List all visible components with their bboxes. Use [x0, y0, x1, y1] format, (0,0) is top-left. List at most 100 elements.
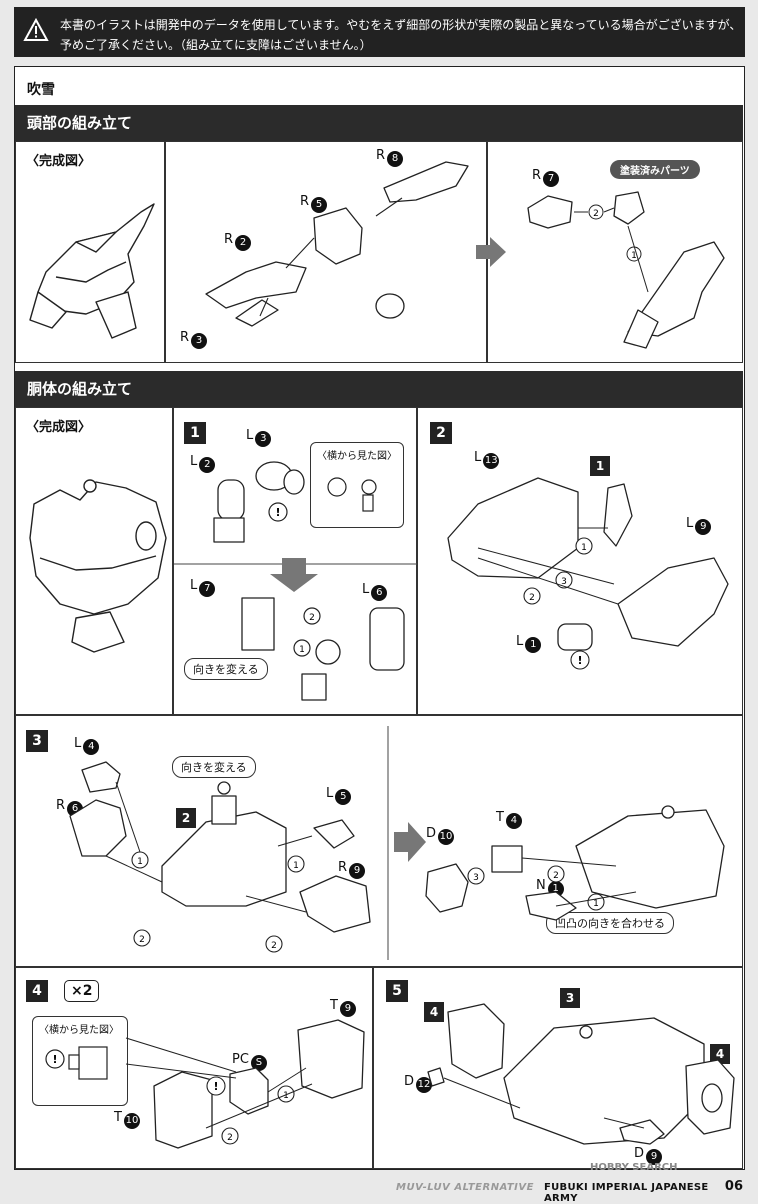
part-number: S	[250, 1055, 267, 1071]
part-prefix: PC	[232, 1052, 249, 1067]
part-prefix: L	[326, 786, 334, 801]
head-completed-panel: 〈完成図〉	[15, 141, 165, 363]
series-title: MUV-LUV ALTERNATIVE	[396, 1182, 534, 1193]
body-step3-drawing: 1 2 1 2 3 2 1	[69, 726, 725, 960]
order-2: 2	[309, 613, 315, 623]
part-prefix: R	[180, 330, 190, 345]
order-2: 2	[271, 941, 277, 951]
part-number: 4	[505, 813, 522, 829]
align-label: 凹凸の向きを合わせる	[546, 912, 674, 934]
part-number: 7	[543, 171, 560, 187]
head-step-b-drawing: 2 1	[527, 191, 725, 349]
part-prefix: D	[634, 1146, 645, 1161]
page-number: 06	[724, 1179, 743, 1194]
part-number: 10	[438, 829, 455, 845]
model-name: 吹雪	[27, 82, 55, 98]
part-prefix: T	[330, 998, 338, 1013]
part-prefix: R	[56, 798, 66, 813]
part-prefix: N	[536, 878, 546, 893]
part-prefix: L	[516, 634, 524, 649]
part-prefix: R	[532, 168, 542, 183]
step-3-badge: 3	[26, 730, 48, 752]
step-2-badge: 2	[430, 422, 452, 444]
order-1: 1	[299, 645, 305, 655]
order-2: 2	[593, 209, 599, 219]
part-number: 9	[339, 1001, 356, 1017]
sub-step-2-badge: 2	[176, 808, 196, 828]
part-number: 3	[255, 431, 272, 447]
part-number: 4	[83, 739, 100, 755]
side-view-drawing: !	[45, 1046, 108, 1080]
sub-step-4-badge: 4	[710, 1044, 730, 1064]
part-prefix: T	[114, 1110, 122, 1125]
part-number: 1	[525, 637, 542, 653]
body-step5-drawing	[427, 1003, 735, 1145]
part-prefix: L	[686, 516, 694, 531]
warning-banner: 本書のイラストは開発中のデータを使用しています。やむをえず細部の形状が実際の製品…	[14, 7, 745, 57]
part-prefix: L	[74, 736, 82, 751]
completed-label: 〈完成図〉	[26, 420, 92, 435]
painted-parts-tag: 塗装済みパーツ	[610, 160, 700, 179]
part-prefix: R	[338, 860, 348, 875]
part-number: 2	[235, 235, 252, 251]
order-3: 3	[561, 577, 567, 587]
sub-step-3-badge: 3	[560, 988, 580, 1008]
step-1-badge: 1	[184, 422, 206, 444]
part-number: 8	[387, 151, 404, 167]
side-view-box: 〈横から見た図〉 !	[32, 1016, 128, 1106]
warning-text-line1: 本書のイラストは開発中のデータを使用しています。やむをえず細部の形状が実際の製品…	[60, 18, 742, 32]
kit-title: FUBUKI IMPERIAL JAPANESE ARMY	[544, 1182, 709, 1204]
order-3: 3	[473, 873, 479, 883]
body-completed-drawing	[29, 479, 167, 653]
part-number: 6	[371, 585, 388, 601]
order-1: 1	[581, 543, 587, 553]
body-completed-panel: 〈完成図〉	[15, 407, 173, 715]
part-prefix: L	[190, 578, 198, 593]
multiplier-label: ×2	[64, 980, 100, 1002]
caution-mark: !	[577, 654, 582, 667]
change-direction-label: 向きを変える	[172, 756, 256, 778]
footer: MUV-LUV ALTERNATIVE FUBUKI IMPERIAL JAPA…	[14, 1179, 745, 1204]
head-step-a-drawing	[205, 161, 469, 327]
order-2: 2	[139, 935, 145, 945]
body-step4-drawing: ! 1 2	[125, 1019, 365, 1149]
body-step1-drawing: 2 1 !	[174, 461, 418, 701]
step-4-badge: 4	[26, 980, 48, 1002]
side-view-label: 〈横から見た図〉	[317, 451, 397, 462]
completed-label: 〈完成図〉	[26, 154, 92, 169]
part-prefix: L	[474, 450, 482, 465]
part-prefix: R	[376, 148, 386, 163]
warning-text-line2: 予めご了承ください。（組み立てに支障はございません。）	[60, 38, 372, 52]
head-completed-drawing	[29, 203, 155, 339]
caution-mark: !	[52, 1053, 57, 1066]
caution-mark: !	[275, 506, 280, 519]
part-prefix: L	[190, 454, 198, 469]
part-number: 5	[335, 789, 352, 805]
sub-step-1-badge: 1	[590, 456, 610, 476]
part-number: 12	[416, 1077, 433, 1093]
part-number: 2	[199, 457, 216, 473]
